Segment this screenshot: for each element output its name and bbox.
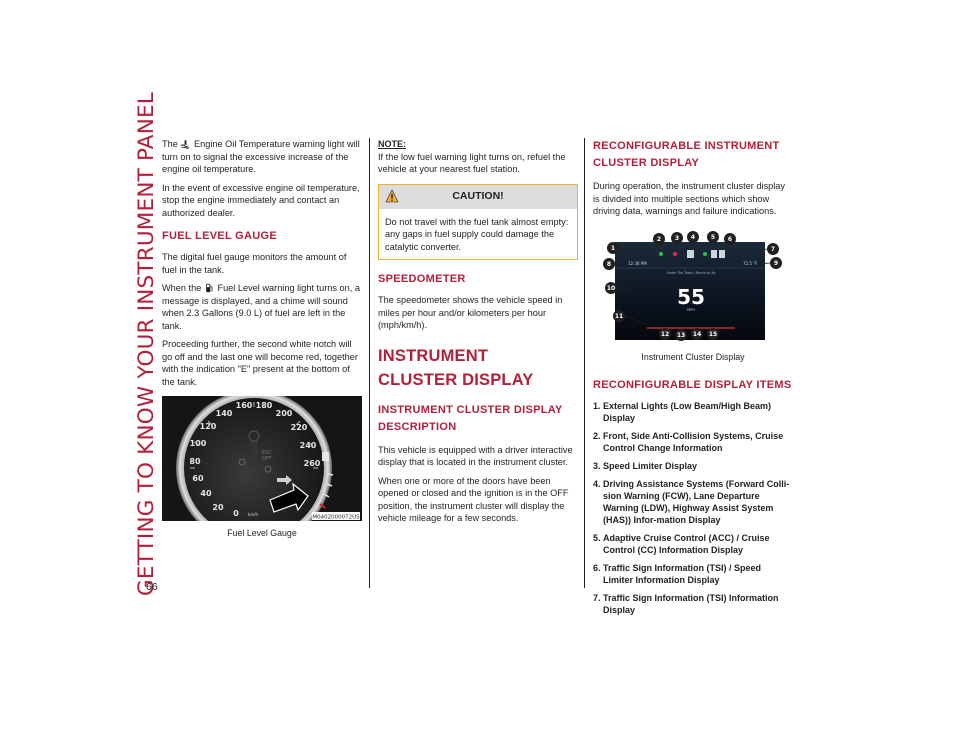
list-item: 6.Traffic Sign Information (TSI) / Speed…: [593, 562, 762, 585]
instrument-cluster-image: 12:36 PM 72.5 °F Under The Table | Remix…: [603, 230, 782, 341]
gauge-number: 220: [291, 423, 308, 432]
note-text: If the low fuel warning light turns on, …: [378, 151, 566, 175]
gauge-number: 100: [190, 439, 207, 448]
display-time: 12:36 PM: [628, 261, 647, 266]
callout-6: 6: [724, 232, 736, 245]
figure-caption-fuel-gauge: Fuel Level Gauge: [227, 527, 297, 538]
paragraph-reconfigurable: During operation, the instrument cluster…: [593, 181, 786, 216]
paragraph-fuel-notch: Proceeding further, the second white not…: [162, 339, 358, 387]
heading-speedometer: SPEEDOMETER: [378, 273, 466, 285]
callout-15: 15: [707, 327, 719, 340]
callout-8: 8: [603, 257, 615, 270]
list-item: 3.Speed Limiter Display: [593, 460, 698, 471]
column-divider: [584, 138, 585, 588]
callout-9: 9: [770, 256, 782, 269]
svg-text:13: 13: [677, 332, 685, 339]
gauge-off-label: OFF: [262, 456, 272, 462]
gauge-number: 40: [200, 489, 212, 498]
caution-label: CAUTION!: [452, 190, 504, 203]
column-1: The Engine Oil Temperature warning light…: [162, 138, 362, 546]
fuel-level-gauge-figure: 160 180 140 200 120 220 100 240 80 260 6…: [162, 390, 362, 546]
callout-10: 10: [605, 281, 617, 294]
paragraph-speedometer: The speedometer shows the vehicle speed …: [378, 295, 563, 330]
callout-4: 4: [687, 230, 699, 243]
engine-oil-temperature-icon: [180, 140, 190, 149]
svg-text:4: 4: [691, 234, 695, 241]
callout-11: 11: [613, 309, 625, 322]
gauge-number: 0: [233, 509, 239, 518]
note-title: NOTE:: [378, 139, 406, 149]
gauge-number: 140: [216, 409, 233, 418]
fuel-pump-icon: [206, 283, 213, 293]
callout-12: 12: [659, 327, 671, 340]
caution-box: CAUTION! Do not travel with the fuel tan…: [378, 183, 578, 260]
gauge-number: 120: [200, 422, 217, 431]
display-speed: 55: [677, 285, 705, 309]
svg-text:8: 8: [607, 261, 611, 268]
callout-1: 1: [607, 241, 619, 254]
paragraph-oil-temp: The Engine Oil Temperature warning light…: [162, 139, 360, 174]
warning-triangle-icon: [385, 188, 399, 202]
svg-text:2: 2: [657, 236, 661, 243]
heading-reconfigurable-display: RECONFIGURABLE INSTRUMENT CLUSTER DISPLA…: [593, 140, 780, 169]
paragraph-fuel-gauge: The digital fuel gauge monitors the amou…: [162, 252, 347, 275]
gauge-unit: km/h: [248, 512, 259, 517]
svg-text:9: 9: [774, 260, 778, 267]
paragraph-oil-temp-action: In the event of excessive engine oil tem…: [162, 182, 360, 218]
display-items-list: 1.External Lights (Low Beam/High Beam) D…: [593, 400, 793, 616]
paragraph-fuel-warning: When the Fuel Level warning light turns …: [162, 283, 360, 331]
figure-code: M0402000072US: [312, 515, 360, 521]
paragraph-cluster-description-1: This vehicle is equipped with a driver i…: [378, 444, 573, 468]
caution-text: Do not travel with the fuel tank almost …: [385, 216, 569, 252]
instrument-cluster-figure: 12:36 PM 72.5 °F Under The Table | Remix…: [593, 228, 793, 364]
callout-7: 7: [767, 242, 779, 255]
svg-text:12: 12: [661, 331, 669, 338]
svg-text:7: 7: [771, 246, 775, 253]
fuel-level-gauge-image: 160 180 140 200 120 220 100 240 80 260 6…: [162, 390, 362, 546]
svg-text:15: 15: [709, 331, 717, 338]
callout-13: 13: [675, 328, 687, 341]
list-item: 2.Front, Side Anti-Collision Systems, Cr…: [593, 430, 784, 453]
chapter-title: GETTING TO KNOW YOUR INSTRUMENT PANEL: [134, 92, 159, 596]
caution-header: CAUTION!: [379, 184, 577, 209]
gauge-number: 20: [212, 503, 224, 512]
display-temp: 72.5 °F: [743, 261, 758, 266]
list-item: 5.Adaptive Cruise Control (ACC) / Cruise…: [593, 532, 770, 555]
svg-text:14: 14: [693, 331, 701, 338]
svg-text:11: 11: [615, 313, 623, 320]
gauge-number: 160: [236, 401, 253, 410]
paragraph-cluster-description-2: When one or more of the doors have been …: [378, 475, 569, 524]
gauge-number: 240: [300, 441, 317, 450]
display-unit: MPH: [687, 308, 695, 312]
callout-5: 5: [707, 230, 719, 243]
callout-3: 3: [671, 231, 683, 244]
heading-instrument-cluster-display: INSTRUMENT CLUSTER DISPLAY: [378, 346, 534, 389]
svg-text:5: 5: [711, 234, 715, 241]
heading-fuel-level-gauge: FUEL LEVEL GAUGE: [162, 230, 278, 242]
heading-reconfigurable-items: RECONFIGURABLE DISPLAY ITEMS: [593, 378, 792, 391]
gauge-number: 200: [276, 409, 293, 418]
page-number: 66: [146, 581, 158, 593]
list-item: 4.Driving Assistance Systems (Forward Co…: [593, 478, 790, 525]
gauge-number: 80: [189, 457, 201, 466]
gauge-number: 260: [304, 459, 321, 468]
display-song: Under The Table | Remix by Av: [667, 271, 716, 275]
gauge-esc-label: ESC: [262, 450, 272, 456]
column-2: NOTE: If the low fuel warning light turn…: [378, 138, 578, 531]
gauge-number: 60: [192, 474, 204, 483]
column-3: RECONFIGURABLE INSTRUMENT CLUSTER DISPLA…: [593, 138, 793, 622]
list-item: 7.Traffic Sign Information (TSI) Informa…: [593, 592, 779, 615]
callout-14: 14: [691, 327, 703, 340]
gauge-number: 180: [256, 401, 273, 410]
column-divider: [369, 138, 370, 588]
svg-text:10: 10: [607, 285, 615, 292]
svg-text:1: 1: [611, 245, 615, 252]
callout-2: 2: [653, 232, 665, 245]
svg-text:6: 6: [728, 236, 732, 243]
heading-cluster-description: INSTRUMENT CLUSTER DISPLAY DESCRIPTION: [378, 403, 563, 433]
figure-caption-instrument-cluster: Instrument Cluster Display: [641, 352, 745, 362]
svg-text:3: 3: [675, 235, 679, 242]
list-item: 1.External Lights (Low Beam/High Beam) D…: [593, 400, 772, 423]
